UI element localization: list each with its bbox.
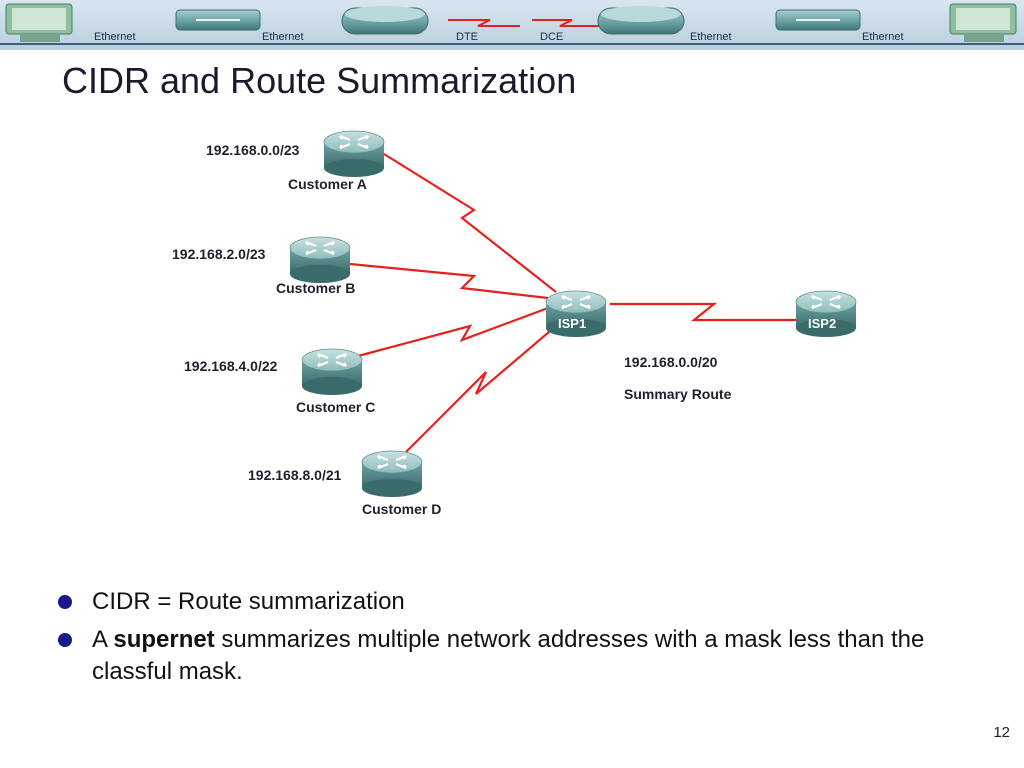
summary-route-network: 192.168.0.0/20 <box>624 354 718 370</box>
banner-label: Ethernet <box>690 31 732 43</box>
serial-link-c-isp1 <box>357 306 549 358</box>
bullet-bold-term: supernet <box>113 626 215 653</box>
customer-c-name: Customer C <box>296 399 375 415</box>
bullet-text-suffix: summarizes multiple network addresses wi… <box>92 626 925 685</box>
isp1-label: ISP1 <box>558 316 586 331</box>
customer-b-name: Customer B <box>276 280 355 296</box>
slide-title: CIDR and Route Summarization <box>62 60 577 101</box>
network-banner: Ethernet Ethernet DTE DCE Ethernet Ether… <box>0 0 1024 50</box>
banner-label: DCE <box>540 31 563 43</box>
wan-links <box>349 153 798 453</box>
serial-link-d-isp1 <box>405 325 557 453</box>
bullet-item: A supernet summarizes multiple network a… <box>58 624 958 688</box>
pc-icon <box>5 3 73 42</box>
customer-d-network: 192.168.8.0/21 <box>248 467 342 483</box>
switch-icon <box>175 9 261 31</box>
customer-a-network: 192.168.0.0/23 <box>206 142 300 158</box>
network-diagram: ISP1 ISP2 192.168.0.0/23 Customer A 192.… <box>172 129 858 517</box>
serial-link-isp1-isp2 <box>610 302 798 322</box>
serial-link-icon <box>532 19 600 27</box>
router-customer-a[interactable] <box>322 129 386 179</box>
router-customer-d[interactable] <box>360 449 424 499</box>
router-customer-c[interactable] <box>300 347 364 397</box>
customer-d-name: Customer D <box>362 501 441 517</box>
serial-link-b-isp1 <box>349 262 549 300</box>
isp2-label: ISP2 <box>808 316 836 331</box>
bullet-dot-icon <box>58 633 72 647</box>
customer-c-network: 192.168.4.0/22 <box>184 358 278 374</box>
customer-b-network: 192.168.2.0/23 <box>172 246 266 262</box>
banner-label: Ethernet <box>262 31 304 43</box>
bullet-text: CIDR = Route summarization <box>92 588 405 615</box>
router-icon <box>597 6 685 35</box>
bullet-dot-icon <box>58 595 72 609</box>
customer-a-name: Customer A <box>288 176 367 192</box>
banner-label: Ethernet <box>94 31 136 43</box>
summary-route-label: Summary Route <box>624 386 732 402</box>
bullet-list: CIDR = Route summarization A supernet su… <box>58 586 958 694</box>
page-number: 12 <box>993 724 1010 741</box>
bullet-item: CIDR = Route summarization <box>58 586 958 618</box>
banner-label: Ethernet <box>862 31 904 43</box>
router-customer-b[interactable] <box>288 235 352 285</box>
bullet-text-prefix: A <box>92 626 114 653</box>
router-icon <box>341 6 429 35</box>
banner-label: DTE <box>456 31 478 43</box>
serial-link-a-isp1 <box>383 153 557 293</box>
switch-icon <box>775 9 861 31</box>
serial-link-icon <box>448 19 520 27</box>
pc-icon <box>949 3 1017 42</box>
